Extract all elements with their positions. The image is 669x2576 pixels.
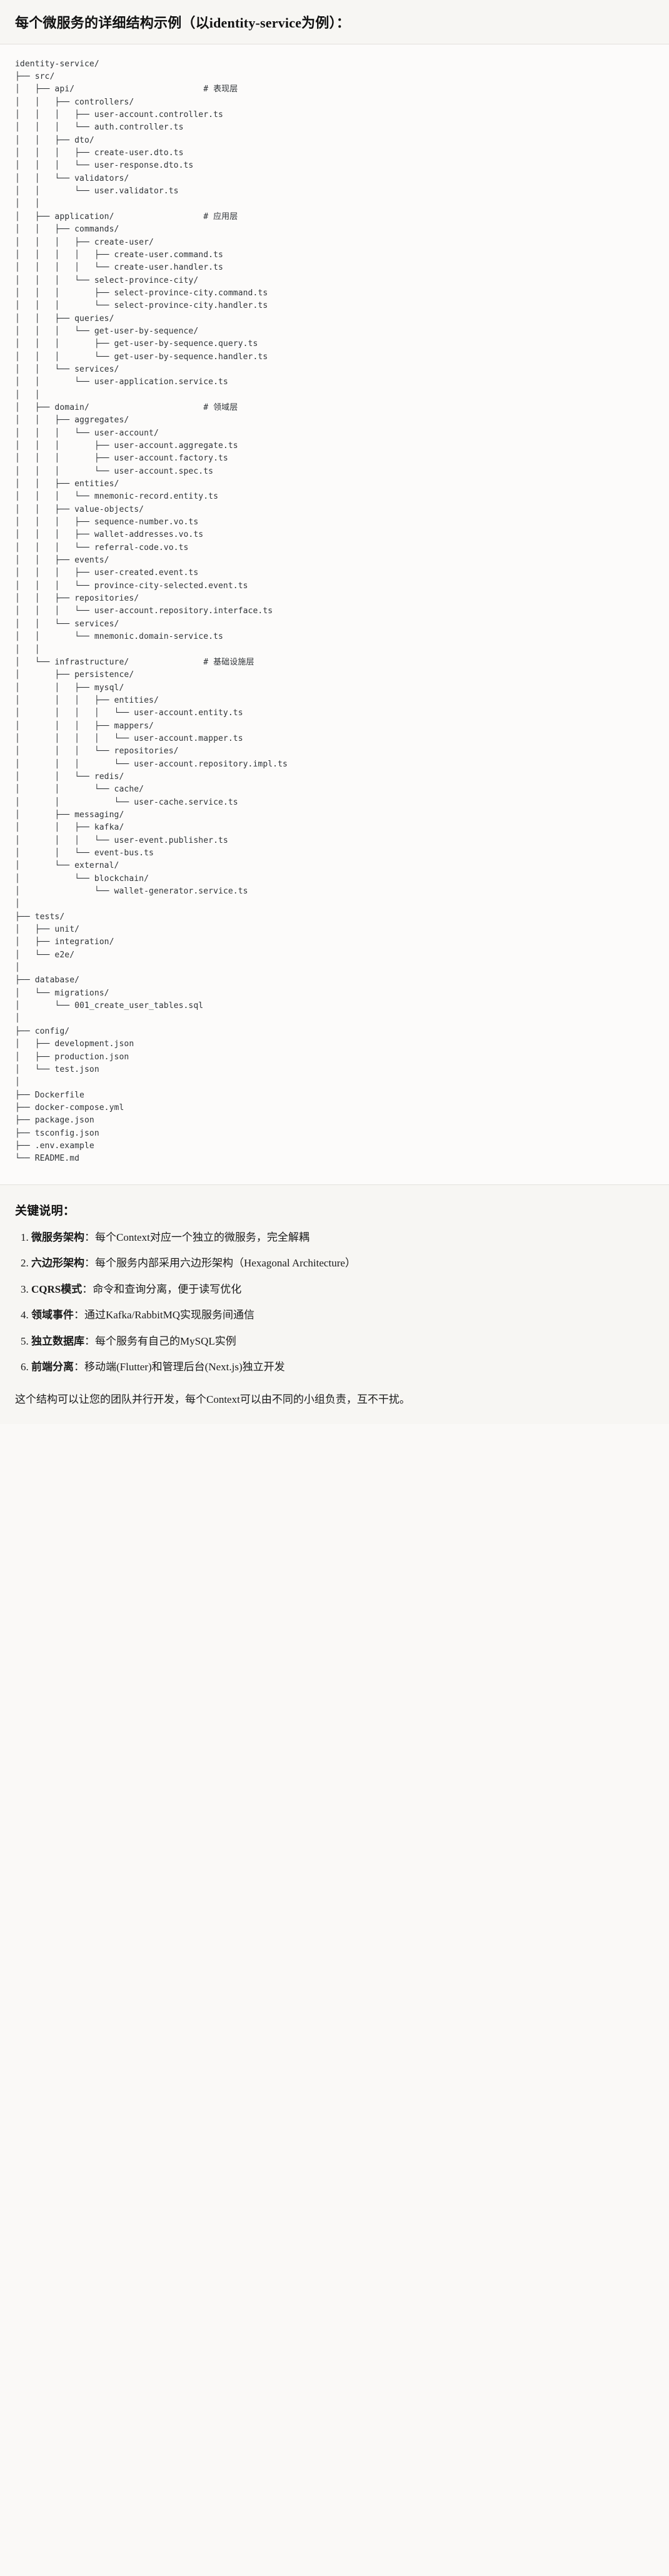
closing-note: 这个结构可以让您的团队并行开发，每个Context可以由不同的小组负责，互不干扰…: [15, 1393, 410, 1405]
title-section: 每个微服务的详细结构示例（以identity-service为例）：: [0, 0, 669, 44]
key-notes-heading: 关键说明：: [15, 1204, 76, 1218]
note-desc: ：每个服务内部采用六边形架构（Hexagonal Architecture）: [84, 1257, 356, 1270]
list-item: CQRS模式：命令和查询分离，便于读写优化: [31, 1281, 654, 1298]
list-item: 独立数据库：每个服务有自己的MySQL实例: [31, 1333, 654, 1350]
note-term: 领域事件: [31, 1309, 74, 1321]
directory-tree-block: identity-service/ ├── src/ │ ├── api/ # …: [0, 44, 669, 1185]
list-item: 前端分离：移动端(Flutter)和管理后台(Next.js)独立开发: [31, 1359, 654, 1375]
list-item: 微服务架构：每个Context对应一个独立的微服务，完全解耦: [31, 1229, 654, 1246]
note-desc: ：每个Context对应一个独立的微服务，完全解耦: [84, 1231, 309, 1243]
page-title: 每个微服务的详细结构示例（以identity-service为例）：: [15, 15, 350, 31]
note-term: 六边形架构: [31, 1257, 84, 1270]
list-item: 领域事件：通过Kafka/RabbitMQ实现服务间通信: [31, 1307, 654, 1323]
note-term: 微服务架构: [31, 1231, 84, 1243]
document-page: 每个微服务的详细结构示例（以identity-service为例）： ident…: [0, 0, 669, 1424]
key-notes-list: 微服务架构：每个Context对应一个独立的微服务，完全解耦 六边形架构：每个服…: [15, 1229, 654, 1375]
note-desc: ：通过Kafka/RabbitMQ实现服务间通信: [74, 1309, 254, 1321]
key-notes-section: 关键说明： 微服务架构：每个Context对应一个独立的微服务，完全解耦 六边形…: [0, 1184, 669, 1424]
note-term: CQRS模式: [31, 1283, 83, 1295]
note-desc: ：移动端(Flutter)和管理后台(Next.js)独立开发: [74, 1361, 285, 1373]
note-term: 前端分离: [31, 1361, 74, 1373]
note-term: 独立数据库: [31, 1335, 84, 1347]
directory-tree: identity-service/ ├── src/ │ ├── api/ # …: [15, 59, 288, 1164]
list-item: 六边形架构：每个服务内部采用六边形架构（Hexagonal Architectu…: [31, 1255, 654, 1271]
note-desc: ：每个服务有自己的MySQL实例: [84, 1335, 236, 1347]
note-desc: ：命令和查询分离，便于读写优化: [82, 1283, 242, 1295]
